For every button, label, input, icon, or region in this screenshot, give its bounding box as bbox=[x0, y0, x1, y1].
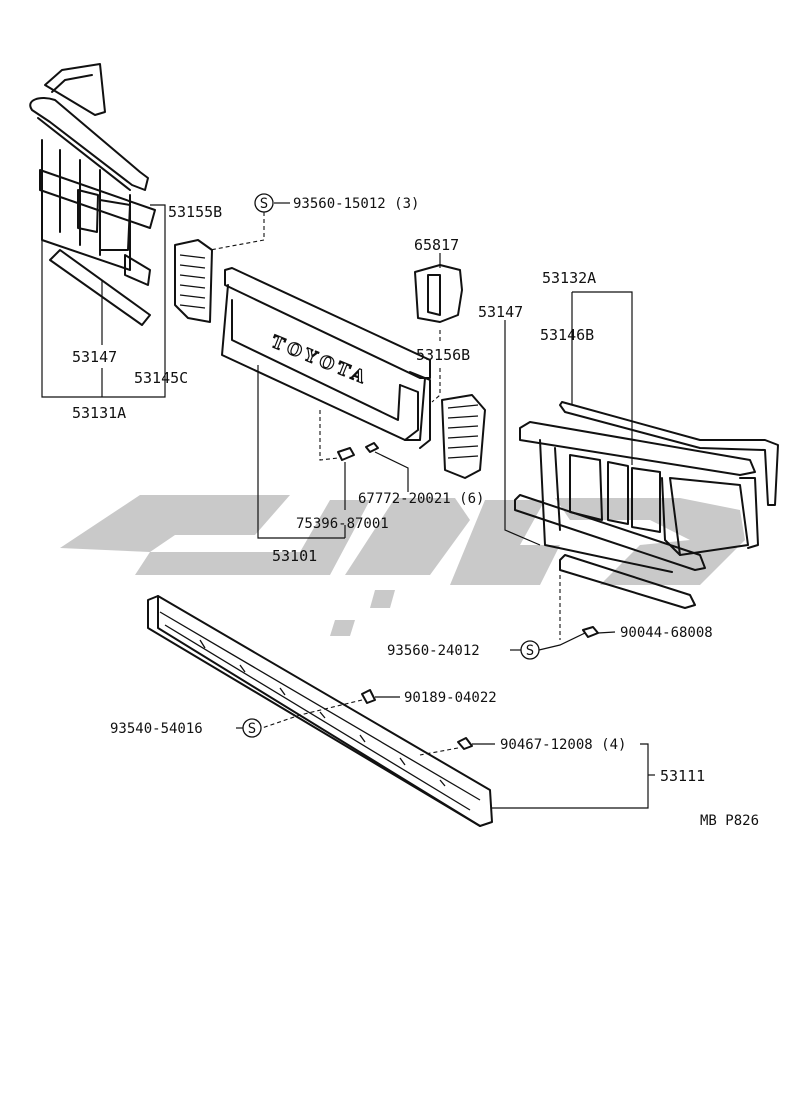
label-93560-24012: 93560-24012 bbox=[387, 643, 480, 659]
label-53155B: 53155B bbox=[168, 203, 222, 221]
part-labels: 53155B 93560-15012 (3) 65817 53132A 5314… bbox=[72, 196, 759, 829]
nut-icon bbox=[457, 737, 473, 750]
grille-logo-text: TOYOTA bbox=[268, 332, 371, 389]
label-53147-left: 53147 bbox=[72, 348, 117, 366]
lower-bumper-part bbox=[147, 595, 493, 827]
fasteners bbox=[337, 442, 599, 750]
right-grille-frame-part bbox=[514, 401, 779, 609]
label-75396-87001: 75396-87001 bbox=[296, 516, 389, 532]
label-65817: 65817 bbox=[414, 236, 459, 254]
right-vent-part bbox=[441, 394, 486, 479]
main-grille-part: TOYOTA bbox=[221, 267, 431, 449]
label-53145C: 53145C bbox=[134, 369, 188, 387]
left-vent-part bbox=[174, 239, 213, 323]
label-53131A: 53131A bbox=[72, 404, 126, 422]
watermark bbox=[60, 495, 745, 636]
clip-icon bbox=[361, 689, 376, 704]
label-93560-15012: 93560-15012 (3) bbox=[293, 196, 419, 212]
clip-icon bbox=[337, 447, 355, 461]
s-mark-text: S bbox=[248, 721, 256, 737]
label-90467-12008: 90467-12008 (4) bbox=[500, 737, 626, 753]
label-53156B: 53156B bbox=[416, 346, 470, 364]
label-93540-54016: 93540-54016 bbox=[110, 721, 203, 737]
s-mark-text: S bbox=[526, 643, 534, 659]
label-90189-04022: 90189-04022 bbox=[404, 690, 497, 706]
figure-code: MB P826 bbox=[700, 813, 759, 829]
label-53111: 53111 bbox=[660, 767, 705, 785]
label-53146B: 53146B bbox=[540, 326, 594, 344]
label-67772-20021: 67772-20021 (6) bbox=[358, 491, 484, 507]
nut-icon bbox=[582, 626, 599, 638]
leader-lines bbox=[41, 180, 655, 809]
label-53132A: 53132A bbox=[542, 269, 596, 287]
label-53147-right: 53147 bbox=[478, 303, 523, 321]
label-90044-68008: 90044-68008 bbox=[620, 625, 713, 641]
screw-icon bbox=[365, 442, 379, 453]
bracket-part bbox=[414, 264, 463, 323]
s-mark-text: S bbox=[260, 196, 268, 212]
label-53101: 53101 bbox=[272, 547, 317, 565]
left-grille-frame-part bbox=[29, 63, 156, 326]
